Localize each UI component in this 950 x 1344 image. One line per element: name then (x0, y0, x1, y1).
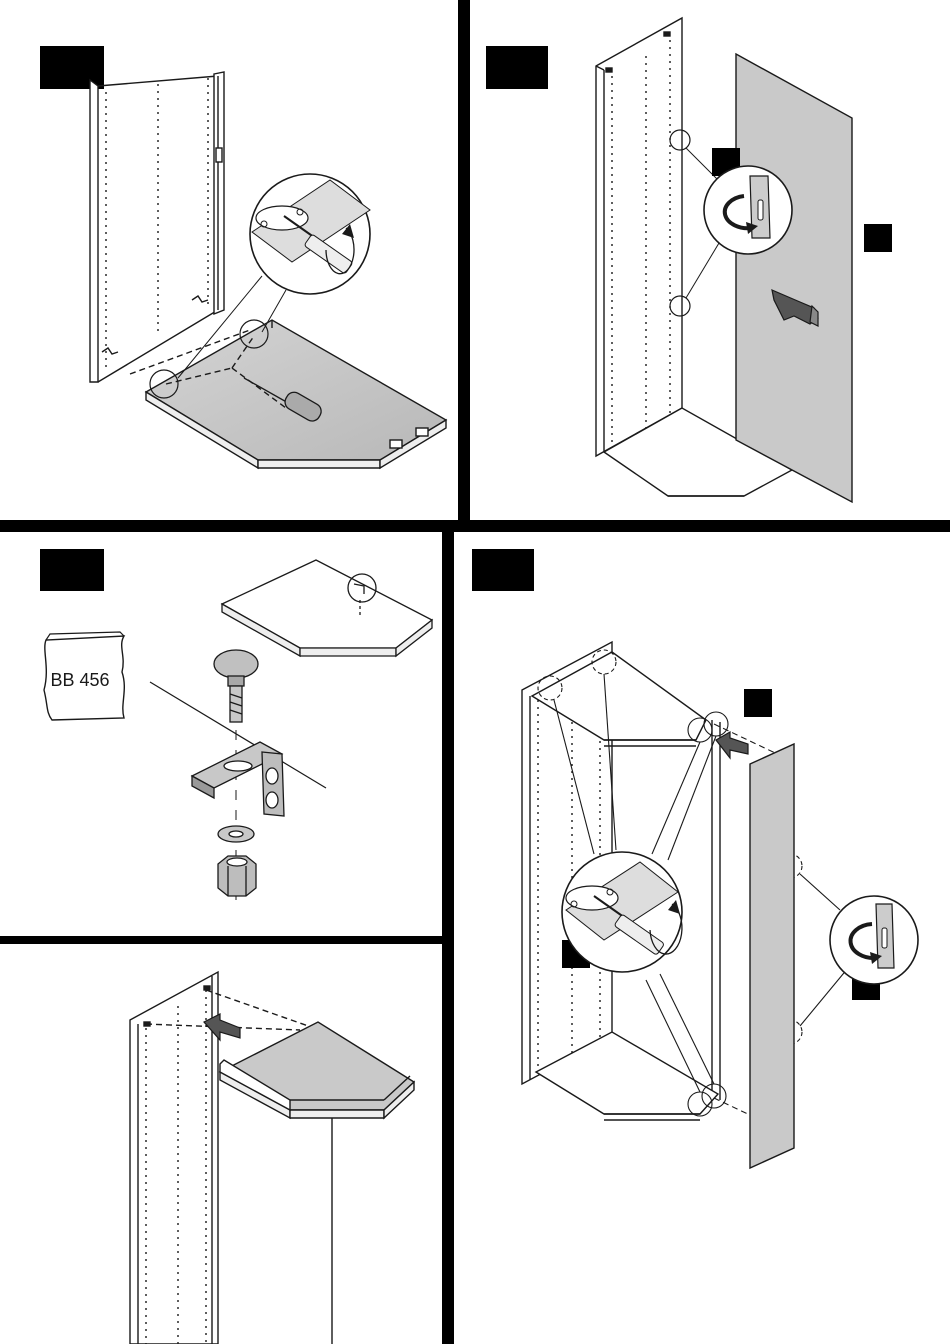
push-arrow-icon (716, 732, 748, 758)
divider-horizontal-mid (0, 520, 950, 532)
angle-bracket-icon (192, 742, 284, 816)
shelf-corner (222, 560, 432, 656)
panel-step-d (472, 549, 918, 1168)
magnifier-clip-detail (704, 166, 792, 254)
side-panel (750, 744, 794, 1168)
magnifier-screw-detail (562, 852, 682, 972)
step-badge (40, 549, 104, 591)
panel-step-e (130, 972, 414, 1344)
carriage-bolt-icon (214, 650, 258, 722)
back-panel (736, 54, 852, 502)
panel-step-a (40, 46, 446, 468)
magnifier-clip-detail (830, 896, 918, 984)
side-panel (90, 72, 224, 382)
bag-label: BB 456 (50, 670, 109, 690)
step-badge (486, 46, 548, 89)
panel-step-c: BB 456 (40, 549, 432, 900)
panel-step-b (486, 18, 892, 502)
hex-nut-icon (218, 856, 256, 896)
shelf-corner (220, 1022, 414, 1118)
callout-badge (744, 689, 772, 717)
magnifier-detail (250, 174, 370, 294)
bottom-shelf (130, 320, 446, 468)
divider-vertical-top (458, 0, 470, 522)
step-badge (472, 549, 534, 591)
divider-horizontal-left (0, 936, 446, 944)
callout-badge (864, 224, 892, 252)
hardware-bag-icon: BB 456 (44, 632, 124, 720)
washer-icon (218, 826, 254, 842)
